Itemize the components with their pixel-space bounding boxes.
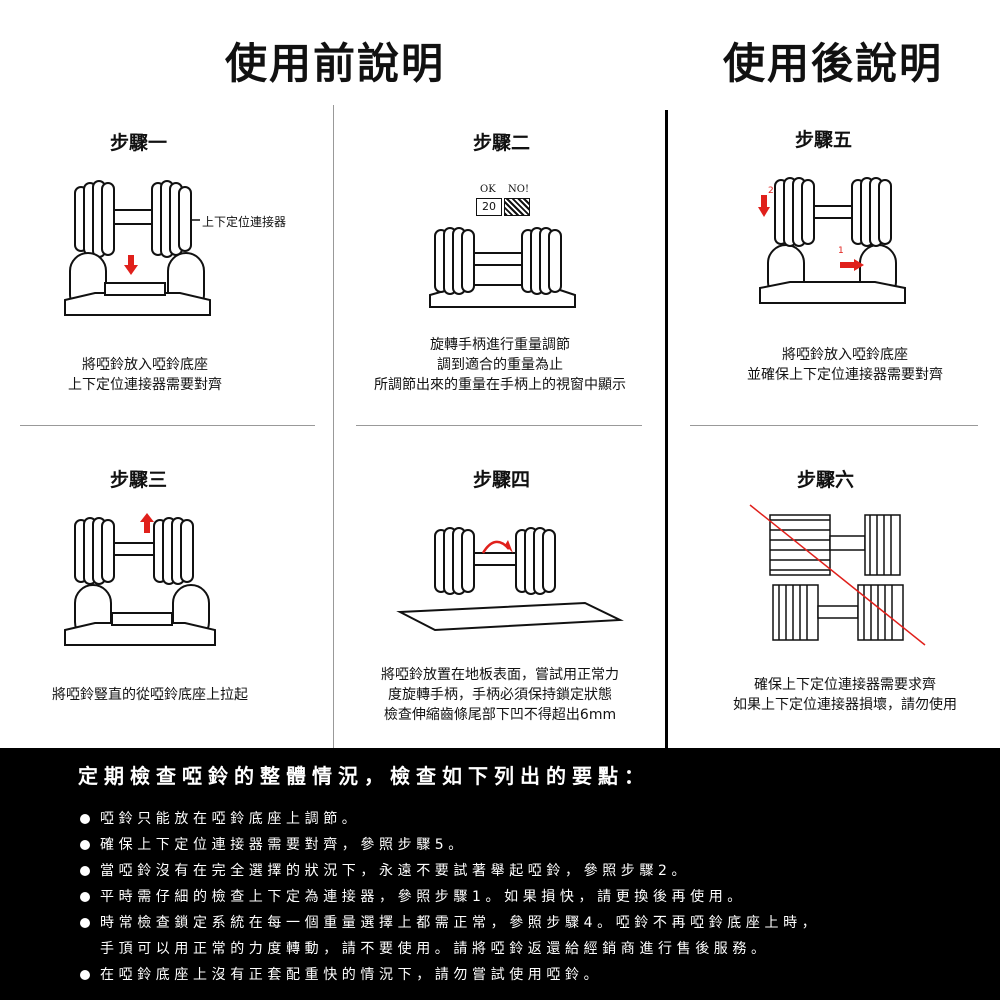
step5-arrow-down-icon — [758, 195, 770, 221]
step2-no-label: NO! — [508, 184, 529, 195]
divider-horizontal-right — [690, 425, 978, 426]
step4-line-2: 度旋轉手柄，手柄必須保持鎖定狀態 — [388, 687, 612, 703]
step4-description: 將啞鈴放置在地板表面，嘗試用正常力 度旋轉手柄，手柄必須保持鎖定狀態 檢查伸縮齒… — [340, 665, 660, 725]
checklist-item-5-continued: 手頂可以用正常的力度轉動，請不要使用。請將啞鈴返還給經銷商進行售後服務。 — [100, 941, 770, 957]
step6-line-1: 確保上下定位連接器需要求齊 — [754, 677, 936, 693]
list-item: 在啞鈴底座上沒有正套配重快的情況下，請勿嘗試使用啞鈴。 — [80, 962, 820, 988]
step6-description: 確保上下定位連接器需要求齊 如果上下定位連接器損壞，請勿使用 — [690, 675, 1000, 715]
header-before-use: 使用前說明 — [225, 39, 446, 88]
step5-line-2: 並確保上下定位連接器需要對齊 — [747, 367, 943, 383]
step6-title: 步驟六 — [797, 469, 855, 491]
list-item: 時常檢查鎖定系統在每一個重量選擇上都需正常，參照步驟4。啞鈴不再啞鈴底座上時， 手… — [80, 910, 820, 962]
step2-line-2: 調到適合的重量為止 — [437, 357, 563, 373]
checklist-item-6: 在啞鈴底座上沒有正套配重快的情況下，請勿嘗試使用啞鈴。 — [100, 967, 603, 983]
step5-description: 將啞鈴放入啞鈴底座 並確保上下定位連接器需要對齊 — [690, 345, 1000, 385]
bullet-icon — [80, 918, 90, 928]
step1-down-arrow-icon — [124, 255, 138, 279]
step2-description: 旋轉手柄進行重量調節 調到適合的重量為止 所調節出來的重量在手柄上的視窗中顯示 — [335, 335, 665, 395]
step2-window-value: 20 — [482, 200, 496, 213]
list-item: 啞鈴只能放在啞鈴底座上調節。 — [80, 806, 820, 832]
step1-callout-label: 上下定位連接器 — [202, 215, 287, 229]
step1-line-1: 將啞鈴放入啞鈴底座 — [82, 357, 208, 373]
bullet-icon — [80, 892, 90, 902]
step1-illustration — [64, 180, 211, 316]
step3-illustration — [64, 517, 216, 646]
step2-line-3: 所調節出來的重量在手柄上的視窗中顯示 — [374, 377, 626, 393]
step2-window-no — [504, 198, 530, 216]
step5-arrow-right-icon — [840, 256, 864, 275]
step3-up-arrow-icon — [140, 513, 154, 537]
header-after-use: 使用後說明 — [723, 39, 944, 88]
step4-title: 步驟四 — [473, 469, 531, 491]
checklist-item-1: 啞鈴只能放在啞鈴底座上調節。 — [100, 811, 361, 827]
step1-description: 將啞鈴放入啞鈴底座 上下定位連接器需要對齊 — [30, 355, 260, 395]
list-item: 確保上下定位連接器需要對齊，參照步驟5。 — [80, 832, 820, 858]
step1-title: 步驟一 — [110, 132, 168, 154]
step6-illustration — [749, 504, 926, 646]
checklist-item-5: 時常檢查鎖定系統在每一個重量選擇上都需正常，參照步驟4。啞鈴不再啞鈴底座上時， — [100, 915, 821, 931]
step2-window-ok: 20 — [476, 198, 502, 216]
step4-illustration — [396, 527, 624, 632]
step2-title: 步驟二 — [473, 132, 531, 154]
step3-description: 將啞鈴豎直的從啞鈴底座上拉起 — [25, 685, 275, 705]
bullet-icon — [80, 866, 90, 876]
checklist-panel: 定期檢查啞鈴的整體情況，檢查如下列出的要點： 啞鈴只能放在啞鈴底座上調節。 確保… — [0, 748, 1000, 1000]
checklist-item-3: 當啞鈴沒有在完全選擇的狀況下，永遠不要試著舉起啞鈴，參照步驟2。 — [100, 863, 691, 879]
step4-line-1: 將啞鈴放置在地板表面，嘗試用正常力 — [381, 667, 619, 683]
divider-horizontal-middle — [356, 425, 642, 426]
step1-line-2: 上下定位連接器需要對齊 — [68, 377, 222, 393]
checklist-item-2: 確保上下定位連接器需要對齊，參照步驟5。 — [100, 837, 467, 853]
bullet-icon — [80, 840, 90, 850]
step5-label-2: 2 — [768, 186, 774, 196]
step3-line-1: 將啞鈴豎直的從啞鈴底座上拉起 — [52, 687, 248, 703]
checklist-title: 定期檢查啞鈴的整體情況，檢查如下列出的要點： — [78, 764, 650, 788]
bullet-icon — [80, 814, 90, 824]
step4-line-3: 檢查伸縮齒條尾部下凹不得超出6mm — [383, 707, 617, 723]
divider-vertical-1 — [333, 105, 334, 748]
bullet-icon — [80, 970, 90, 980]
step6-line-2: 如果上下定位連接器損壞，請勿使用 — [733, 697, 957, 713]
divider-vertical-thick — [665, 110, 668, 748]
checklist-list: 啞鈴只能放在啞鈴底座上調節。 確保上下定位連接器需要對齊，參照步驟5。 當啞鈴沒… — [80, 806, 820, 988]
step2-illustration — [429, 227, 576, 308]
step2-line-1: 旋轉手柄進行重量調節 — [430, 337, 570, 353]
step2-ok-label: OK — [480, 184, 496, 195]
step5-label-1: 1 — [838, 246, 844, 256]
step5-title: 步驟五 — [795, 129, 853, 151]
step5-line-1: 將啞鈴放入啞鈴底座 — [782, 347, 908, 363]
divider-horizontal-left — [20, 425, 315, 426]
list-item: 平時需仔細的檢查上下定為連接器，參照步驟1。如果損快，請更換後再使用。 — [80, 884, 820, 910]
list-item: 當啞鈴沒有在完全選擇的狀況下，永遠不要試著舉起啞鈴，參照步驟2。 — [80, 858, 820, 884]
step5-illustration — [759, 177, 906, 304]
checklist-item-4: 平時需仔細的檢查上下定為連接器，參照步驟1。如果損快，請更換後再使用。 — [100, 889, 746, 905]
step3-title: 步驟三 — [110, 469, 168, 491]
